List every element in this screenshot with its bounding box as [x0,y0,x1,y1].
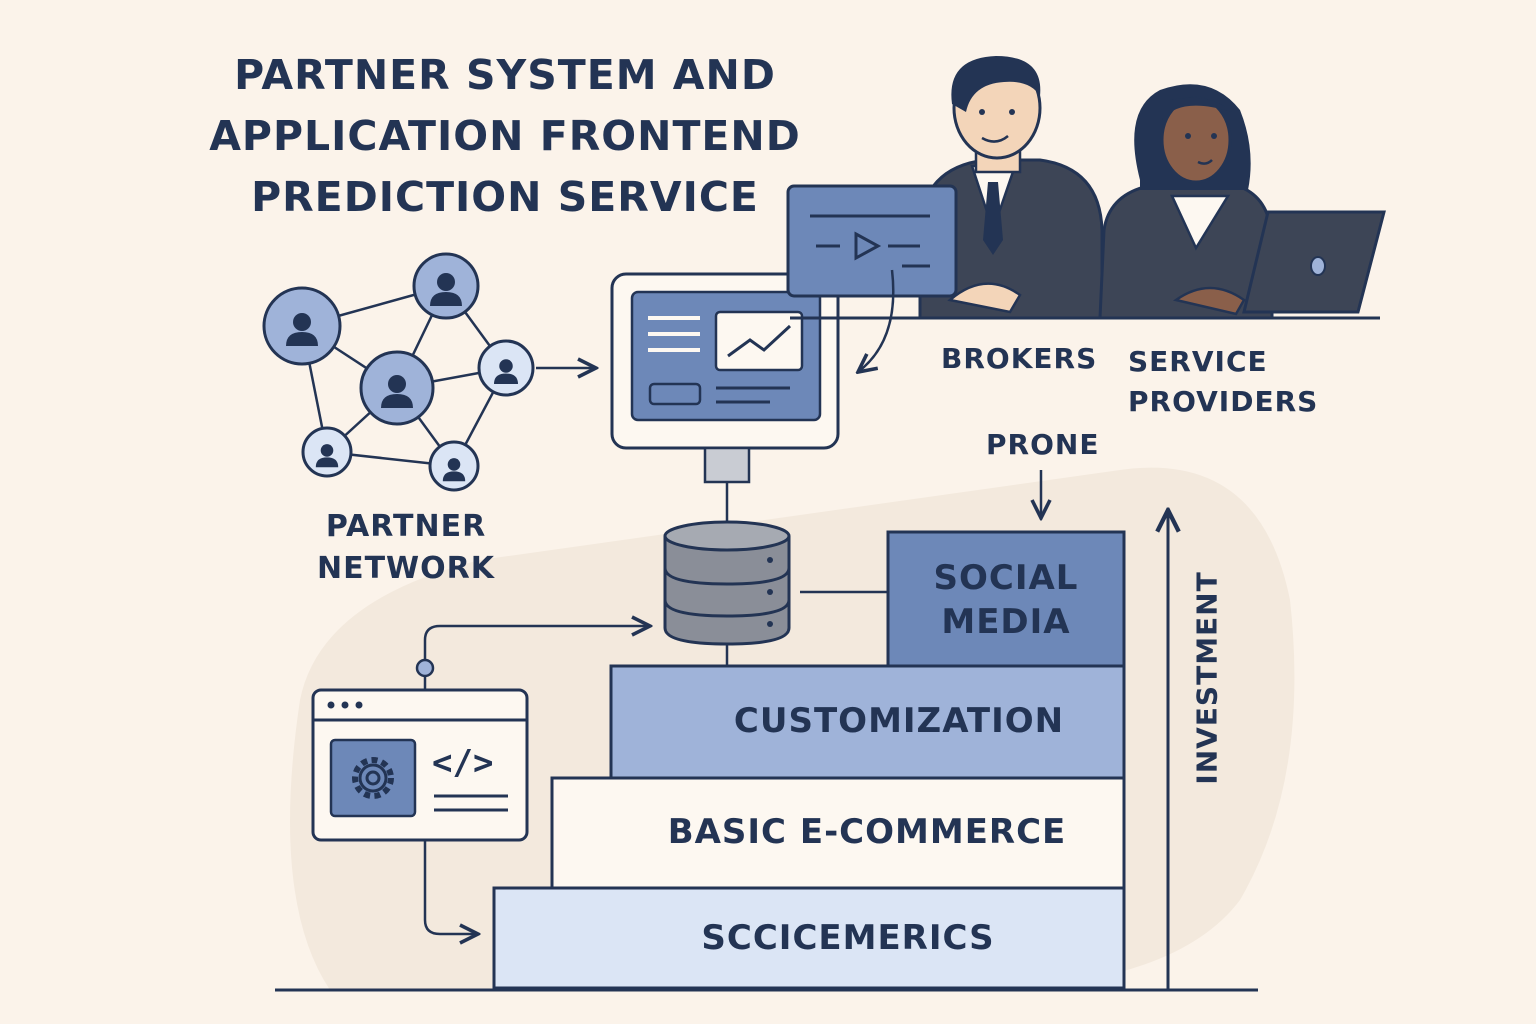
laptop-to-monitor-arrow [858,269,895,372]
partner-node-1 [262,286,342,366]
partner-node-5 [301,426,353,478]
stack-layer-customization [609,664,1126,780]
service-providers-line-2: PROVIDERS [1128,385,1319,418]
brokers-label: BROKERS [941,342,1098,375]
sccicemerics-label: SCCICEMERICS [701,918,995,958]
partner-network-line-1: PARTNER [325,509,487,544]
title-line-2: APPLICATION FRONTEND [209,112,801,160]
social-media-line-1: SOCIAL [933,558,1079,598]
partner-node-6 [428,440,480,492]
code-to-stack-arrow [423,840,478,934]
code-link-node [415,658,435,678]
prone-label: PRONE [986,428,1100,461]
investment-label: INVESTMENT [1190,571,1224,785]
code-to-db-arrow [423,626,650,660]
stack-layer-social-media [886,530,1126,668]
provider-laptop [1242,210,1386,314]
title-line-3: PREDICTION SERVICE [251,173,759,221]
customization-label: CUSTOMIZATION [733,701,1065,741]
svg-text:</>: </> [432,743,493,783]
stack-layer-sccicemerics [492,886,1126,990]
broker-laptop-screen [786,184,958,298]
service-providers-label: SERVICE PROVIDERS [1128,342,1318,422]
broker-person [918,56,1104,320]
partner-node-4 [477,339,535,397]
social-media-line-2: MEDIA [941,602,1071,642]
basic-ecommerce-label: BASIC E-COMMERCE [667,812,1067,852]
dashboard-monitor-icon [610,272,840,484]
database-icon [663,520,791,646]
partner-network-label: PARTNER NETWORK [306,506,506,590]
social-media-label: SOCIAL MEDIA [888,556,1124,644]
code-window-icon: </> [311,688,529,842]
partner-node-3 [359,350,435,426]
page-title: PARTNER SYSTEM AND APPLICATION FRONTEND … [150,45,860,228]
title-line-1: PARTNER SYSTEM AND [234,51,776,99]
partner-network-line-2: NETWORK [316,551,495,586]
service-provider-person [1098,84,1274,320]
gear-icon [352,757,394,799]
stack-layer-basic-ecommerce [550,776,1126,890]
partner-node-2 [412,252,480,320]
service-providers-line-1: SERVICE [1128,345,1268,378]
play-icon [854,231,882,261]
